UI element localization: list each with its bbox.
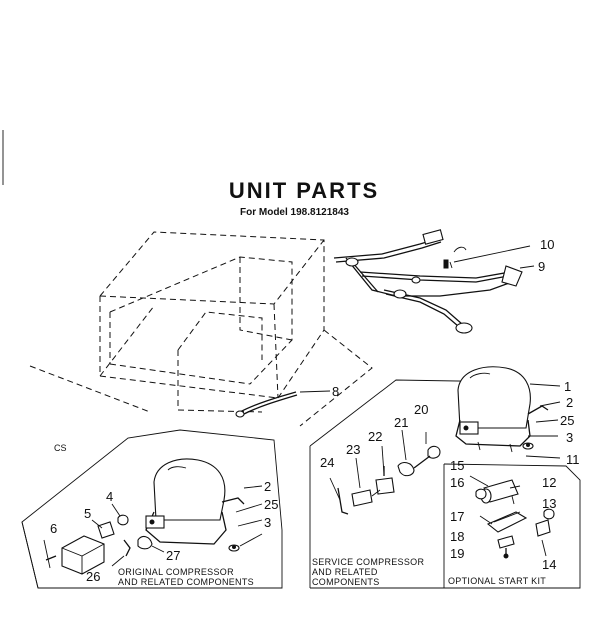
callout-24: 24: [320, 455, 335, 470]
callout-18: 18: [450, 529, 465, 544]
callout-25-service: 25: [560, 413, 575, 428]
callout-25-original: 25: [264, 497, 279, 512]
callout-2-service: 2: [566, 395, 574, 410]
caption-service-line2: AND RELATED: [312, 567, 378, 577]
original-compressor: [145, 458, 263, 552]
callout-23: 23: [346, 442, 361, 457]
wiring-harness: [333, 229, 535, 334]
callout-21: 21: [394, 415, 409, 430]
service-compressor: [455, 366, 561, 459]
callout-22: 22: [368, 429, 383, 444]
callout-1: 1: [564, 379, 572, 394]
callout-17: 17: [450, 509, 465, 524]
caption-original-line2: AND RELATED COMPONENTS: [118, 577, 254, 587]
callout-3-original: 3: [264, 515, 272, 530]
callout-11: 11: [566, 452, 580, 467]
callout-12: 12: [542, 475, 557, 490]
original-small-parts: [43, 503, 165, 575]
caption-original-line1: ORIGINAL COMPRESSOR: [118, 567, 234, 577]
callout-5: 5: [84, 506, 92, 521]
callout-13: 13: [542, 496, 557, 511]
caption-start-kit: OPTIONAL START KIT: [448, 576, 547, 586]
callout-26: 26: [86, 569, 101, 584]
original-group-outline: [21, 429, 283, 589]
service-small-parts: [329, 429, 441, 515]
callout-8: 8: [332, 384, 340, 399]
callout-27: 27: [166, 548, 181, 563]
callout-4: 4: [106, 489, 114, 504]
callout-2-original: 2: [264, 479, 272, 494]
caption-service-line3: COMPONENTS: [312, 577, 380, 587]
callout-14: 14: [542, 557, 557, 572]
part-8-drain-tube: [235, 390, 331, 418]
model-subtitle: For Model 198.8121843: [240, 207, 349, 218]
caption-service-line1: SERVICE COMPRESSOR: [312, 557, 425, 567]
callout-6: 6: [50, 521, 58, 536]
unit-compartment: [29, 231, 373, 427]
callout-10: 10: [540, 237, 555, 252]
callout-15: 15: [450, 458, 465, 473]
section-code: CS: [54, 443, 67, 453]
diagram-title: UNIT PARTS: [228, 178, 380, 203]
callout-20: 20: [414, 402, 429, 417]
callout-19: 19: [450, 546, 465, 561]
callout-9: 9: [538, 259, 546, 274]
callout-16: 16: [450, 475, 465, 490]
start-kit-parts: [469, 475, 555, 559]
callout-3-service: 3: [566, 430, 574, 445]
